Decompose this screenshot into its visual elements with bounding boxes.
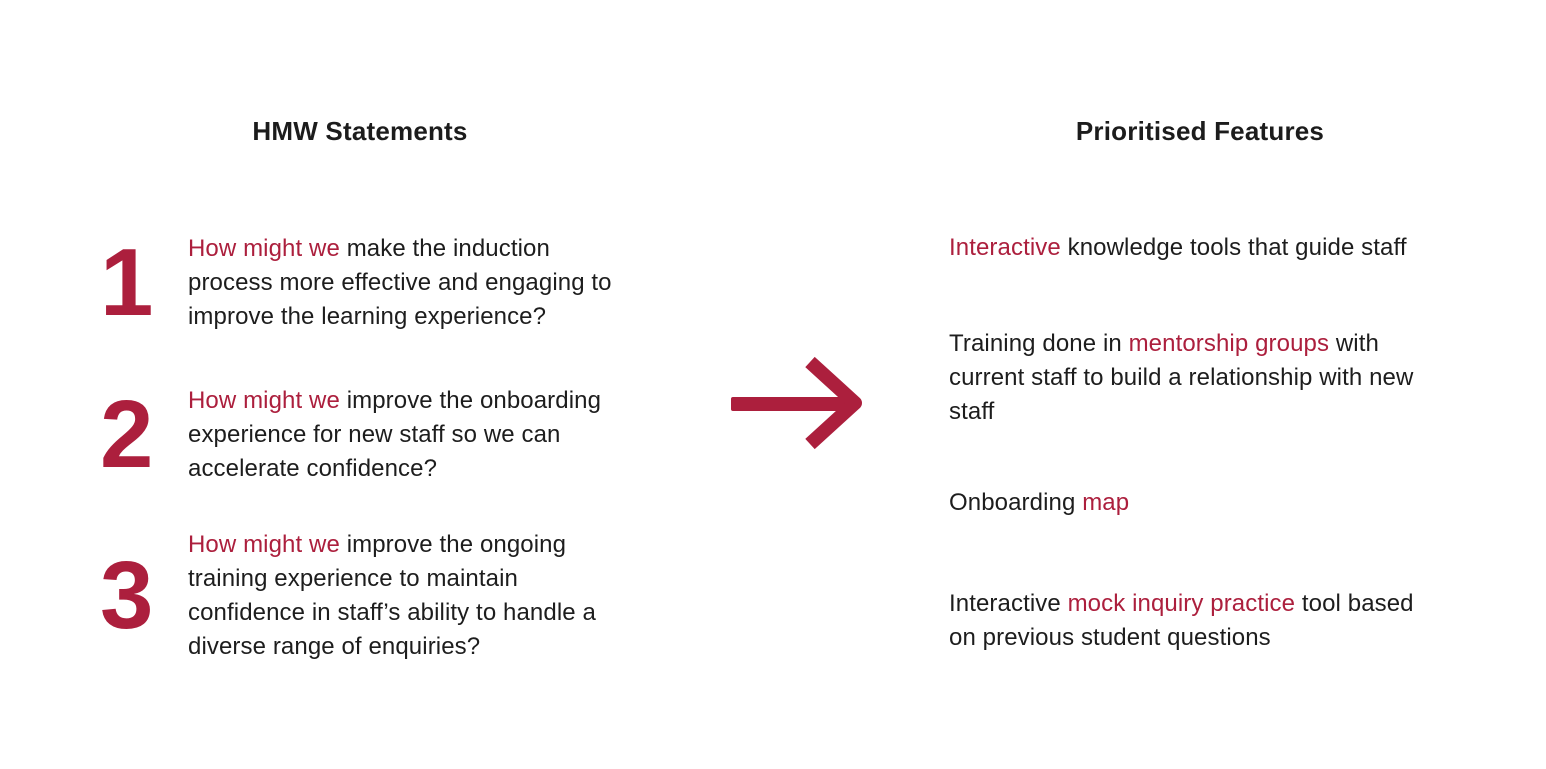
feature-item-3: Onboarding map bbox=[949, 486, 1494, 520]
feature-item-4: Interactive mock inquiry practice tool b… bbox=[949, 587, 1494, 655]
body-text: improve the ongoing training experience … bbox=[188, 531, 596, 660]
body-text: improve the onboarding experience for ne… bbox=[188, 387, 602, 482]
accent-text: How might we bbox=[188, 235, 347, 262]
right-column-title: Prioritised Features bbox=[1075, 116, 1325, 146]
statement-number: 1 bbox=[100, 229, 154, 336]
body-text: tool based on previous student questions bbox=[949, 590, 1414, 651]
accent-text: How might we bbox=[188, 531, 347, 558]
body-text: knowledge tools that guide staff bbox=[1060, 234, 1407, 261]
body-text: Training done in bbox=[949, 330, 1129, 357]
accent-text: map bbox=[1082, 489, 1130, 516]
statement-number: 3 bbox=[100, 542, 154, 649]
hmw-statement-2: 2 How might we improve the onboarding ex… bbox=[100, 384, 682, 486]
hmw-statement-3: 3 How might we improve the ongoing train… bbox=[100, 528, 682, 664]
left-column-title: HMW Statements bbox=[252, 116, 468, 146]
body-text: Onboarding bbox=[949, 489, 1083, 516]
feature-item-2: Training done in mentorship groups with … bbox=[949, 327, 1494, 429]
statement-text: How might we make the induction process … bbox=[188, 232, 682, 334]
statement-number: 2 bbox=[100, 381, 154, 488]
hmw-statement-1: 1 How might we make the induction proces… bbox=[100, 232, 682, 334]
right-arrow-icon bbox=[725, 352, 865, 452]
body-text: Interactive bbox=[949, 590, 1068, 617]
accent-text: mock inquiry practice bbox=[1067, 590, 1296, 617]
accent-text: Interactive bbox=[949, 234, 1061, 261]
feature-item-1: Interactive knowledge tools that guide s… bbox=[949, 231, 1494, 265]
accent-text: How might we bbox=[188, 387, 347, 414]
statement-text: How might we improve the ongoing trainin… bbox=[188, 528, 682, 664]
body-text: with current staff to build a relationsh… bbox=[949, 330, 1414, 425]
accent-text: mentorship groups bbox=[1128, 330, 1330, 357]
statement-text: How might we improve the onboarding expe… bbox=[188, 384, 682, 486]
body-text: make the induction process more effectiv… bbox=[188, 235, 612, 330]
